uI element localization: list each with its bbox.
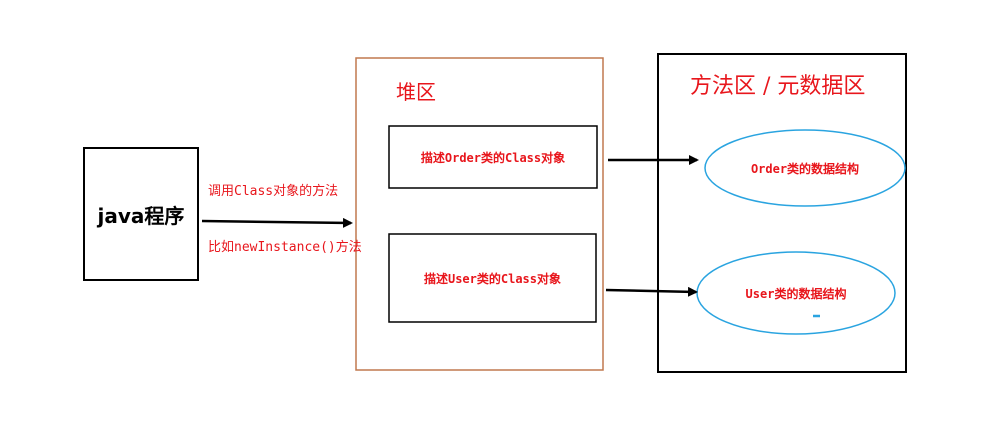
method-area-title: 方法区 / 元数据区: [690, 74, 866, 99]
new-instance-label: 比如newInstance()方法: [208, 240, 362, 255]
order-class-object-box: [388, 125, 598, 189]
call-arrow: [201, 217, 353, 228]
order-data-structure-label: Order类的数据结构: [750, 161, 860, 176]
call-method-label: 调用Class对象的方法: [208, 184, 339, 199]
order-data-structure-ellipse: [704, 129, 906, 207]
java-program-box: [83, 147, 199, 281]
heap-area-box: [355, 57, 604, 371]
user-class-object-box: [388, 233, 597, 323]
user-data-structure-label: User类的数据结构: [745, 286, 847, 301]
java-program-label: java程序: [97, 203, 185, 228]
user-class-object-label: 描述User类的Class对象: [423, 271, 562, 286]
user-arrow: [605, 286, 698, 297]
order-class-object-label: 描述Order类的Class对象: [420, 150, 566, 165]
heap-area-title: 堆区: [396, 80, 436, 104]
